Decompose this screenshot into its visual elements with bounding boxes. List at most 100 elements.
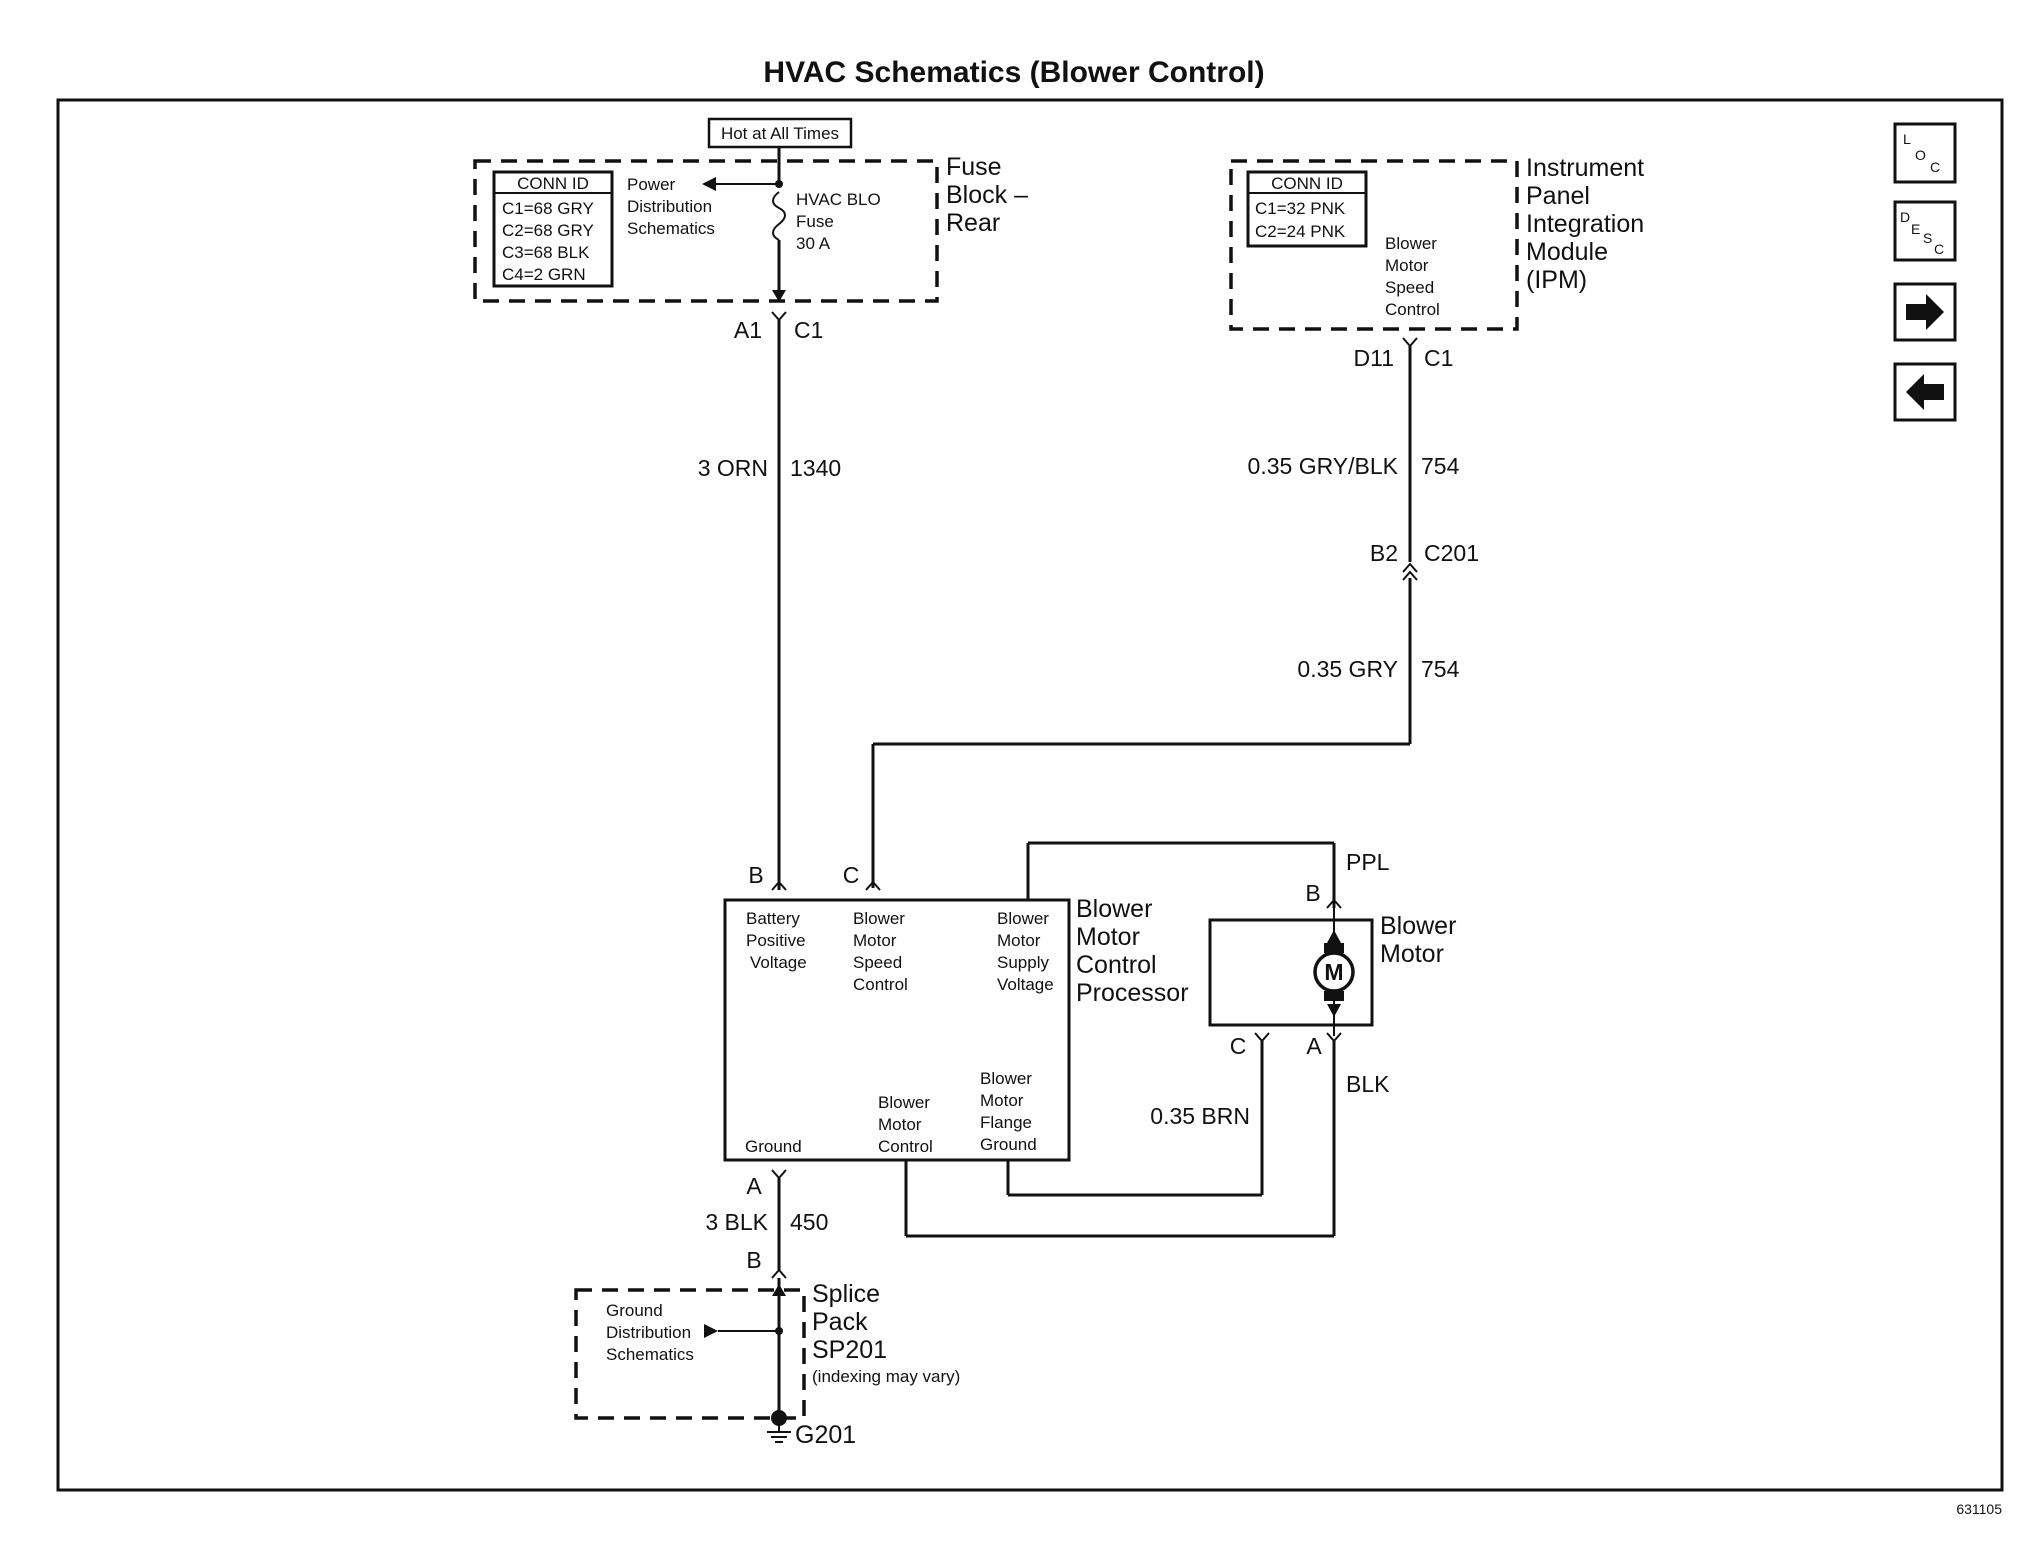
schematic-frame (56, 98, 2004, 1492)
ipm-function-1: Blower (1385, 234, 1437, 253)
wire-754-lower-circuit: 754 (1421, 656, 1460, 682)
splice-name-1: Splice (812, 1280, 880, 1308)
processor-battery-3: Voltage (750, 953, 807, 972)
fuse-block-name-1: Fuse (946, 153, 1002, 181)
loc-letter-c: C (1930, 159, 1940, 175)
motor-name-2: Motor (1380, 940, 1444, 968)
processor-name-3: Control (1076, 951, 1157, 979)
processor-speed-2: Motor (853, 931, 897, 950)
processor-pin-a-connector-icon (771, 1169, 787, 1180)
power-dist-arrow-icon (702, 177, 716, 191)
processor-flange-2: Motor (980, 1091, 1024, 1110)
processor-control-3: Control (878, 1137, 933, 1156)
ipm-conn-id-header: CONN ID (1271, 174, 1343, 193)
motor-symbol: M (1324, 959, 1343, 985)
ground-id: G201 (795, 1421, 856, 1449)
fuse-conn-id-table (492, 170, 614, 288)
wire-1340-color: 3 ORN (698, 455, 768, 481)
ipm-connector-c1: C1 (1424, 345, 1453, 371)
ground-dist-line-1: Ground (606, 1301, 663, 1320)
processor-battery-1: Battery (746, 909, 800, 928)
processor-control-2: Motor (878, 1115, 922, 1134)
wire-brn-label: 0.35 BRN (1150, 1103, 1250, 1129)
ipm-function-3: Speed (1385, 278, 1434, 297)
fuse-conn-id-header: CONN ID (517, 174, 589, 193)
loc-button[interactable]: L O C (1893, 122, 1957, 184)
page-title: HVAC Schematics (Blower Control) (763, 56, 1264, 89)
fuse-label-1: HVAC BLO (796, 190, 881, 209)
blower-motor-control-processor: B C Battery Positive Voltage Blower Moto… (723, 862, 1189, 1199)
wire-450-color: 3 BLK (705, 1209, 768, 1235)
processor-supply-4: Voltage (997, 975, 1054, 994)
ipm-name-3: Integration (1526, 210, 1644, 238)
loc-letter-l: L (1903, 131, 1911, 147)
ground-dist-line-3: Schematics (606, 1345, 694, 1364)
ipm-pin-d11: D11 (1354, 345, 1395, 371)
splice-connector-icon (771, 1268, 787, 1279)
ipm-outline (1229, 159, 1519, 331)
processor-flange-4: Ground (980, 1135, 1037, 1154)
fuse-connector-c1: C1 (794, 317, 823, 343)
fuse-conn-id-2: C2=68 GRY (502, 221, 594, 240)
processor-supply-1: Blower (997, 909, 1049, 928)
processor-pin-c-connector-icon (865, 880, 881, 891)
motor-pin-b: B (1305, 880, 1320, 906)
processor-speed-1: Blower (853, 909, 905, 928)
wire-1340-circuit: 1340 (790, 455, 841, 481)
processor-box (723, 898, 1071, 1162)
ground-point-icon (771, 1410, 787, 1426)
ipm-function-4: Control (1385, 300, 1440, 319)
ipm-conn-id-1: C1=32 PNK (1255, 199, 1346, 218)
desc-letter-e: E (1911, 221, 1920, 237)
blower-motor: B M Blower Motor C A (1208, 880, 1456, 1059)
fuse-block-name-3: Rear (946, 209, 1000, 237)
desc-letter-s: S (1923, 230, 1932, 246)
back-button[interactable] (1893, 362, 1957, 422)
motor-pin-c: C (1230, 1033, 1247, 1059)
ipm-name-1: Instrument (1526, 154, 1644, 182)
fuse-block-name-2: Block – (946, 181, 1028, 209)
power-dist-line-1: Power (627, 175, 676, 194)
splice-pack-outline (574, 1288, 806, 1420)
wire-754-upper-color: 0.35 GRY/BLK (1248, 453, 1399, 479)
splice-pin-b: B (746, 1247, 761, 1273)
fuse-conn-id-1: C1=68 GRY (502, 199, 594, 218)
processor-speed-4: Control (853, 975, 908, 994)
ipm-connector-icon (1402, 337, 1418, 348)
processor-supply-3: Supply (997, 953, 1049, 972)
processor-flange-3: Flange (980, 1113, 1032, 1132)
desc-letter-d: D (1900, 209, 1910, 225)
ground-dist-arrow-icon (704, 1324, 718, 1338)
desc-button[interactable]: D E S C (1893, 200, 1957, 262)
motor-pin-a: A (1306, 1033, 1322, 1059)
processor-pin-b-connector-icon (771, 880, 787, 891)
fuse-label-2: Fuse (796, 212, 834, 231)
processor-battery-2: Positive (746, 931, 806, 950)
processor-pin-b: B (748, 862, 763, 888)
c201-connector-icon (1402, 562, 1418, 581)
motor-pin-c-connector-icon (1254, 1032, 1270, 1043)
ipm-function-2: Motor (1385, 256, 1429, 275)
fuse-label-3: 30 A (796, 234, 831, 253)
fuse-icon (772, 191, 786, 241)
fuse-block: Hot at All Times CONN ID C1=68 GRY C2=68… (473, 117, 1028, 343)
hot-at-all-times-box (707, 117, 853, 149)
fuse-conn-id-4: C4=2 GRN (502, 265, 586, 284)
ipm-conn-id-table (1246, 170, 1368, 248)
wire-754-lower-color: 0.35 GRY (1297, 656, 1398, 682)
c201-connector: C201 (1424, 540, 1479, 566)
next-button[interactable] (1893, 282, 1957, 342)
wire-754-upper-circuit: 754 (1421, 453, 1460, 479)
ipm-name-2: Panel (1526, 182, 1590, 210)
processor-supply-2: Motor (997, 931, 1041, 950)
arrow-right-icon (1906, 294, 1944, 330)
ipm-name-4: Module (1526, 238, 1608, 266)
ipm-name-5: (IPM) (1526, 266, 1587, 294)
wire-450-circuit: 450 (790, 1209, 828, 1235)
figure-number: 631105 (1956, 1501, 2002, 1517)
splice-name-3: SP201 (812, 1336, 887, 1364)
fuse-connector-icon (771, 311, 787, 322)
fuse-conn-id-3: C3=68 BLK (502, 243, 590, 262)
processor-control-1: Blower (878, 1093, 930, 1112)
processor-flange-1: Blower (980, 1069, 1032, 1088)
